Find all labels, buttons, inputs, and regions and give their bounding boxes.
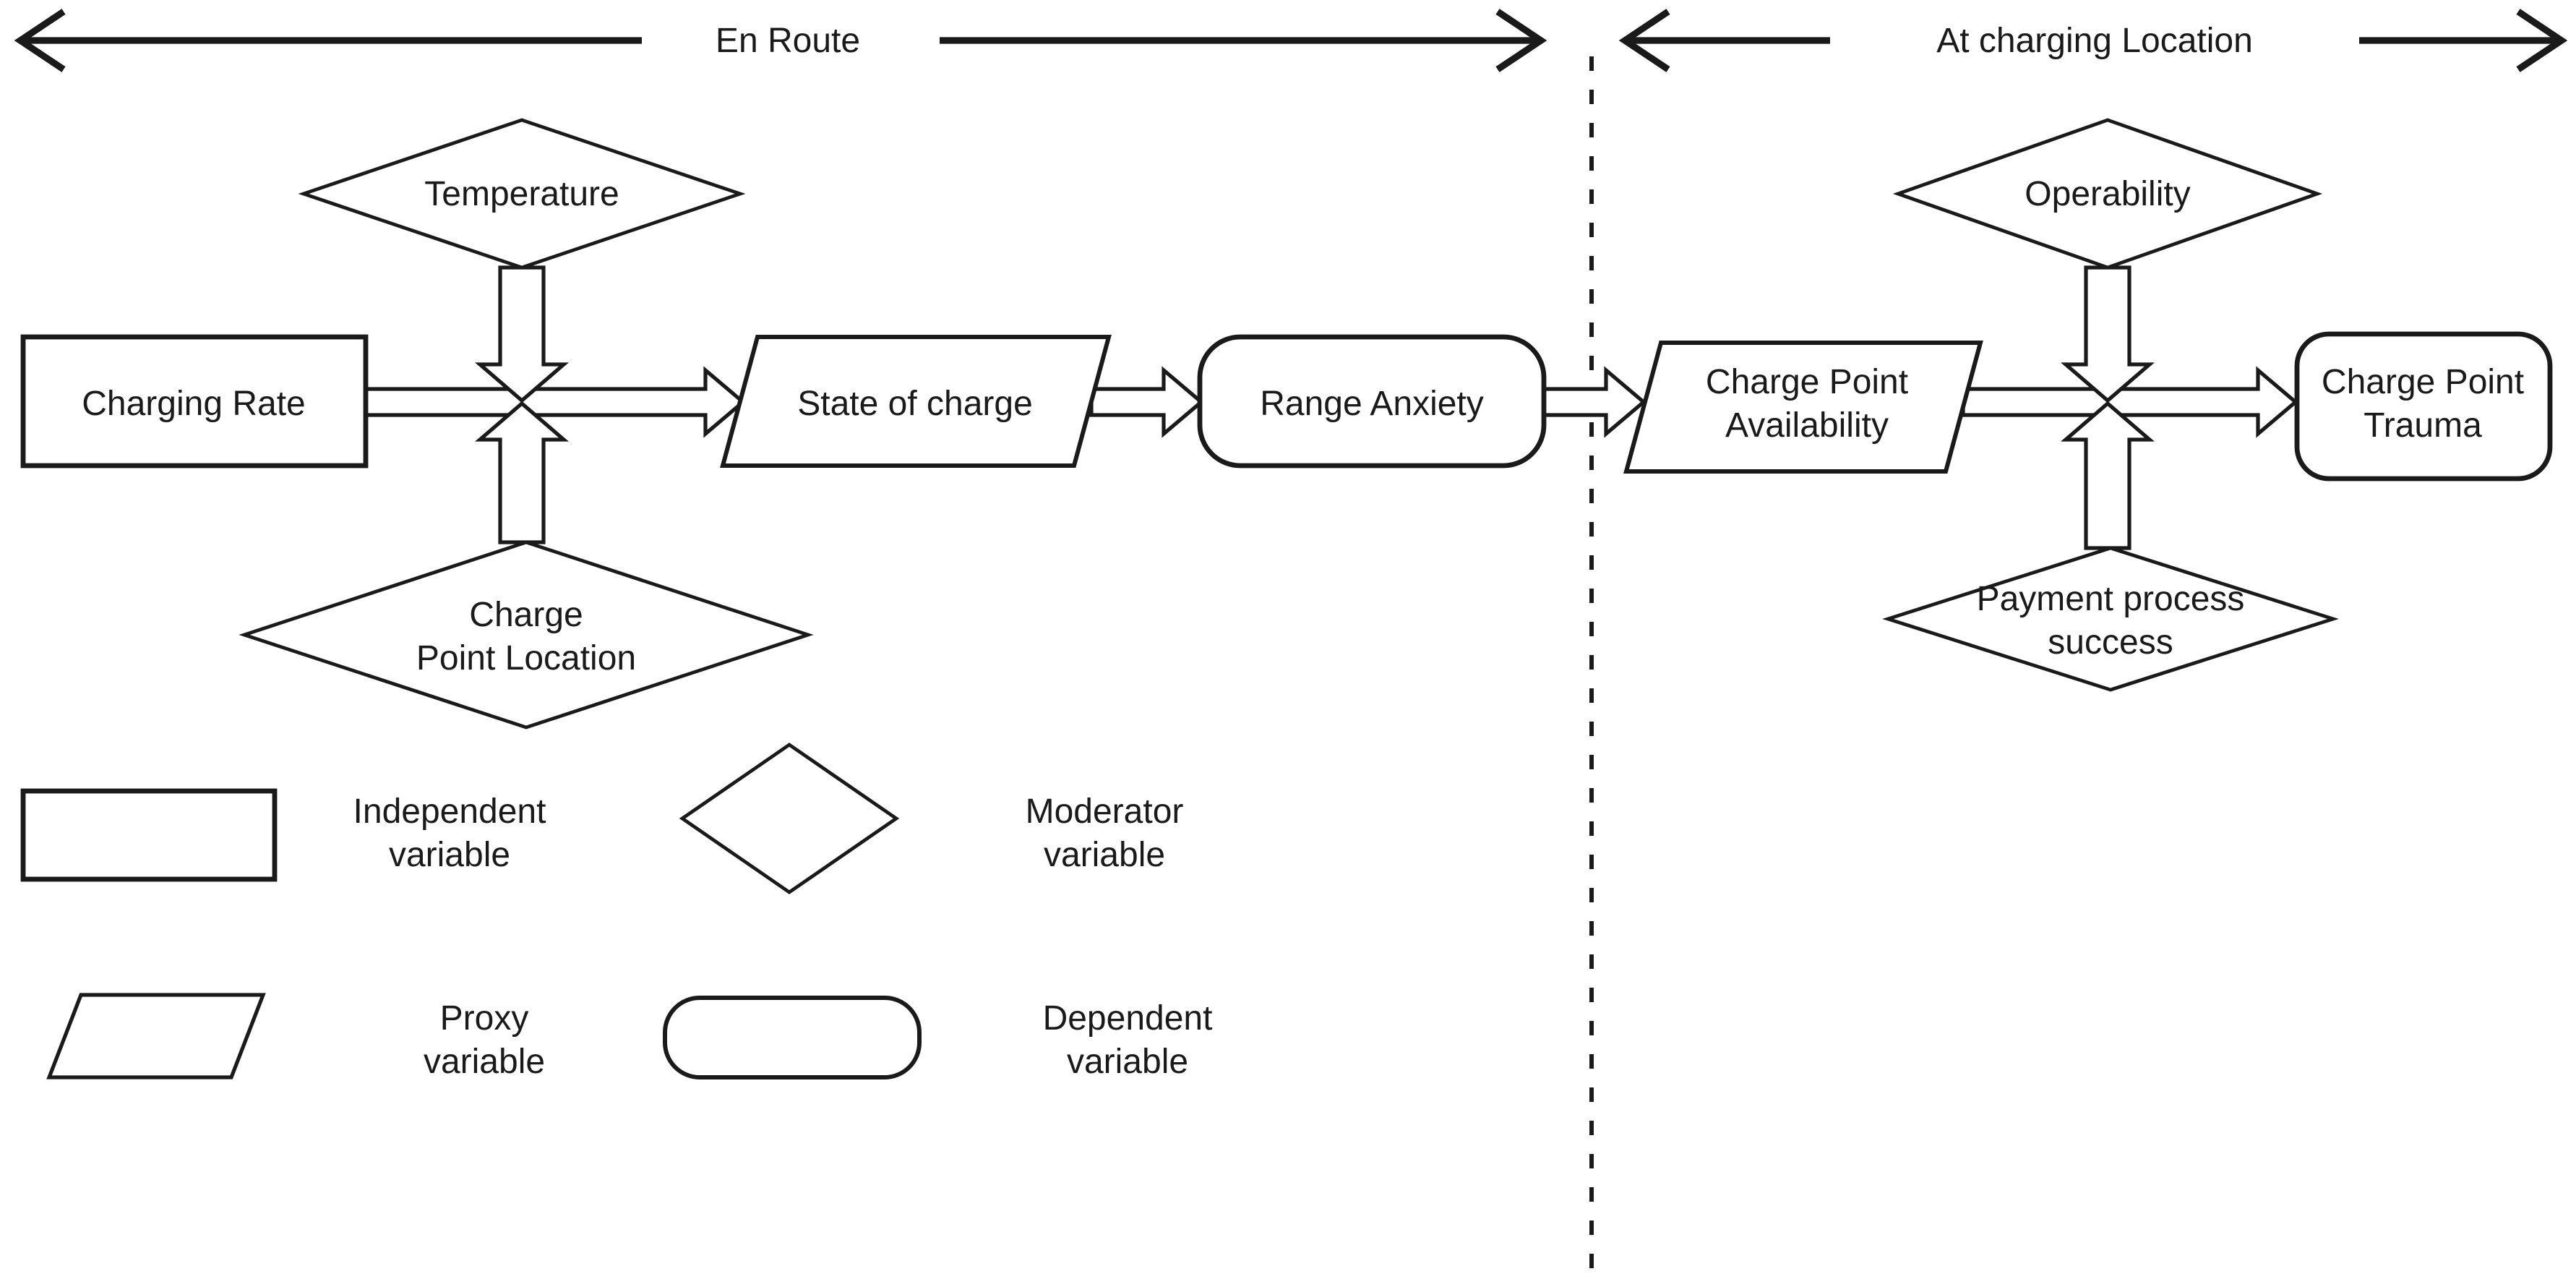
arrow-head-left-icon	[1618, 9, 1670, 72]
section-header-en-route: En Route	[14, 9, 1547, 72]
legend-label-line2: variable	[1067, 1043, 1188, 1081]
legend-label-line2: variable	[389, 836, 510, 874]
node-range-anxiety: Range Anxiety	[1197, 334, 1547, 469]
arrow-range-anxiety-to-charge-point-availability	[1542, 366, 1647, 438]
legend-label-line2: variable	[424, 1043, 545, 1081]
legend-item-dependent-variable: Dependent variable	[663, 996, 1213, 1081]
moderator-variable-diamond	[298, 118, 746, 270]
arrow-operability-moderator-down	[2061, 265, 2155, 403]
arrow-state-of-charge-to-range-anxiety	[1089, 366, 1205, 438]
node-label-line1: Charge Point	[2322, 363, 2524, 401]
node-state-of-charge: State of charge	[720, 335, 1112, 468]
node-label: Range Anxiety	[1260, 385, 1484, 423]
node-label-line2: success	[2048, 623, 2173, 662]
node-label: State of charge	[797, 385, 1033, 423]
node-label: Charging Rate	[82, 385, 306, 423]
node-label-line2: Trauma	[2364, 406, 2482, 445]
arrow-head-right-icon	[1495, 9, 1547, 72]
node-label-line1: Charge Point	[1706, 363, 1908, 401]
section-header-at-charging-location: At charging Location	[1618, 9, 2568, 72]
dependent-variable-rounded-rectangle	[1197, 334, 1547, 469]
arrow-charge-point-location-moderator-up	[475, 401, 569, 544]
node-charge-point-trauma: Charge Point Trauma	[2294, 331, 2553, 482]
node-label-line2: Point Location	[416, 639, 636, 677]
moderator-variable-diamond	[1882, 546, 2339, 692]
moderator-variable-diamond	[1892, 118, 2323, 270]
node-operability: Operability	[1892, 118, 2323, 270]
arrow-head-right-icon	[2516, 9, 2568, 72]
node-label-line2: Availability	[1725, 406, 1889, 445]
arrow-head-left-icon	[14, 9, 66, 72]
rectangle-symbol-icon	[20, 788, 278, 882]
legend: Independent variable Moderator variable …	[20, 743, 1213, 1081]
legend-label-line1: Dependent	[1043, 999, 1213, 1038]
node-charge-point-availability: Charge Point Availability	[1623, 341, 1983, 474]
proxy-variable-parallelogram	[1623, 341, 1983, 474]
legend-label-line2: variable	[1044, 836, 1165, 874]
node-charging-rate: Charging Rate	[20, 334, 369, 469]
legend-label-line1: Proxy	[440, 999, 529, 1038]
legend-item-proxy-variable: Proxy variable	[46, 993, 545, 1081]
rounded-rectangle-symbol-icon	[663, 996, 922, 1079]
arrow-charge-point-availability-to-charge-point-trauma	[1961, 366, 2299, 438]
arrow-charging-rate-to-state-of-charge	[364, 366, 747, 438]
node-payment-process-success: Payment process success	[1882, 546, 2339, 692]
section-label-en-route: En Route	[716, 22, 860, 60]
section-label-at-charging-location: At charging Location	[1936, 22, 2253, 60]
arrow-temperature-moderator-down	[475, 265, 569, 403]
node-label: Temperature	[424, 175, 619, 213]
node-temperature: Temperature	[298, 118, 746, 270]
legend-label-line1: Moderator	[1026, 792, 1184, 831]
dependent-variable-rounded-rectangle	[2294, 331, 2553, 482]
moderator-variable-diamond	[239, 540, 814, 730]
node-charge-point-location: Charge Point Location	[239, 540, 814, 730]
parallelogram-symbol-icon	[46, 993, 266, 1079]
legend-item-independent-variable: Independent variable	[20, 788, 546, 882]
diamond-symbol-icon	[679, 743, 900, 894]
arrow-payment-process-success-moderator-up	[2061, 401, 2155, 550]
independent-variable-rectangle	[20, 334, 369, 469]
legend-item-moderator-variable: Moderator variable	[679, 743, 1184, 894]
legend-label-line1: Independent	[353, 792, 546, 831]
node-label-line1: Payment process	[1977, 580, 2245, 618]
node-label: Operability	[2025, 175, 2190, 213]
proxy-variable-parallelogram	[720, 335, 1112, 468]
node-label-line1: Charge	[469, 596, 583, 634]
